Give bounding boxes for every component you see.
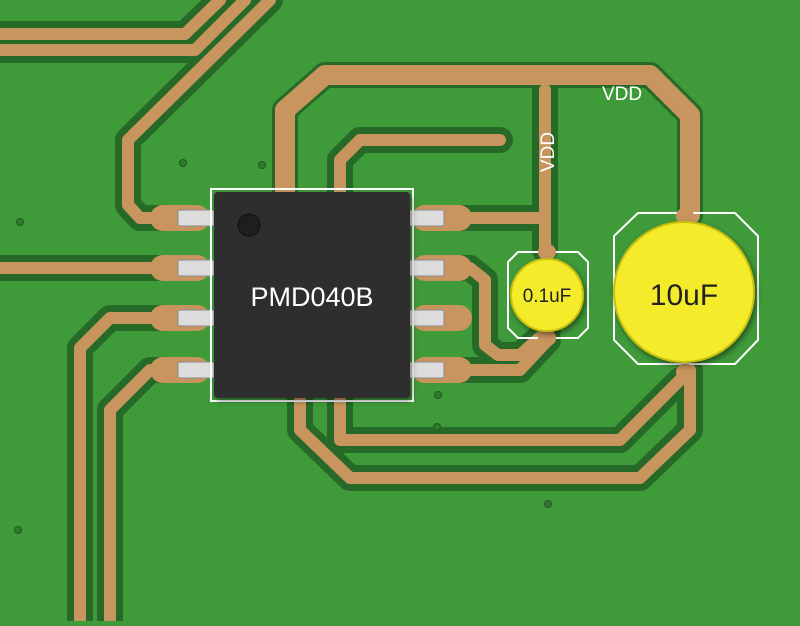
vias xyxy=(14,159,552,534)
cap-large-silkscreen xyxy=(613,212,759,365)
net-label-vdd-vertical: VDD xyxy=(538,132,559,172)
via xyxy=(14,526,22,534)
cap-small-pad-bottom xyxy=(538,330,556,346)
trace-bus-2 xyxy=(0,0,251,56)
cap-small-silkscreen xyxy=(507,251,589,339)
via xyxy=(16,218,24,226)
via xyxy=(433,423,441,431)
net-label-vdd-horizontal: VDD xyxy=(602,84,642,105)
copper-traces xyxy=(0,0,700,626)
via xyxy=(434,391,442,399)
cap-large-body xyxy=(613,221,755,363)
via xyxy=(179,159,187,167)
cap-large-pad-bottom xyxy=(676,364,694,380)
cap-small-body xyxy=(510,258,584,332)
cap-small-pad-top xyxy=(538,244,556,260)
trace-gnd-inner xyxy=(334,374,686,446)
ic-silkscreen-outline xyxy=(210,188,414,402)
trace-gnd-outer xyxy=(294,364,696,484)
ic-lead-4 xyxy=(177,361,215,379)
ic-lead-1 xyxy=(177,209,215,227)
cap-large-pad-top xyxy=(676,208,694,224)
ic-lead-2 xyxy=(177,259,215,277)
ic-lead-3 xyxy=(177,309,215,327)
ic-part-label: PMD040B xyxy=(250,282,373,312)
via xyxy=(258,161,266,169)
cap-small-label: 0.1uF xyxy=(523,286,572,307)
trace-vdd-main xyxy=(275,65,700,310)
ic-pin1-marker xyxy=(237,213,261,237)
trace-inner-top xyxy=(334,134,506,206)
capacitor-large: 10uF xyxy=(613,208,759,380)
ic-leads xyxy=(177,209,445,379)
trace-bus-1 xyxy=(0,0,226,40)
cap-large-label: 10uF xyxy=(650,279,718,312)
via xyxy=(544,500,552,508)
ic-body xyxy=(214,192,410,398)
capacitor-small: 0.1uF xyxy=(507,244,589,346)
ic-package: PMD040B xyxy=(150,188,472,402)
